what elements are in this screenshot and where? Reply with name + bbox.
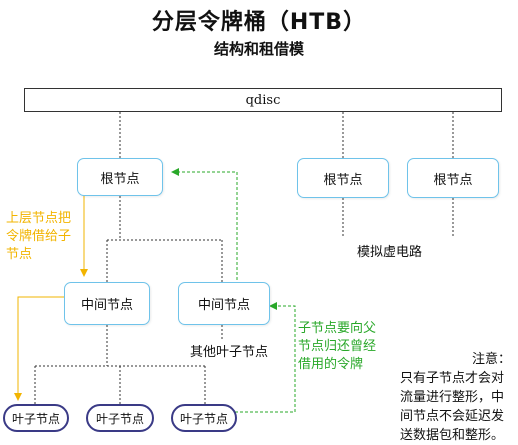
return-token-arrows	[171, 168, 296, 413]
virtual-circuit-label: 模拟虚电路	[357, 245, 423, 260]
return-tokens-caption: 子节点要向父 节点归还曾经 借用的令牌	[298, 321, 377, 372]
lend-token-arrows	[14, 187, 88, 401]
root-node-2: 根节点	[297, 158, 389, 198]
inner-node-1: 中间节点	[64, 282, 150, 325]
leaf-node-1: 叶子节点	[3, 404, 69, 432]
leaf-node-2: 叶子节点	[86, 404, 154, 432]
diagram-subtitle: 结构和租借模	[213, 40, 304, 58]
connector-lines	[14, 112, 454, 413]
root-node-3: 根节点	[407, 158, 499, 198]
other-leaves-label: 其他叶子节点	[190, 345, 269, 360]
lend-tokens-caption: 上层节点把 令牌借给子 节点	[6, 211, 72, 262]
qdisc-bar: qdisc	[24, 88, 502, 112]
inner-node-2: 中间节点	[178, 282, 270, 325]
root-node-main: 根节点	[77, 158, 163, 196]
diagram-title: 分层令牌桶（HTB）	[151, 10, 367, 35]
note-block: 注意： 只有子节点才会对 流量进行整形，中 间节点不会延迟发 送数据包和整形。	[400, 352, 512, 443]
leaf-node-3: 叶子节点	[171, 404, 237, 432]
tree-connectors	[34, 112, 454, 404]
